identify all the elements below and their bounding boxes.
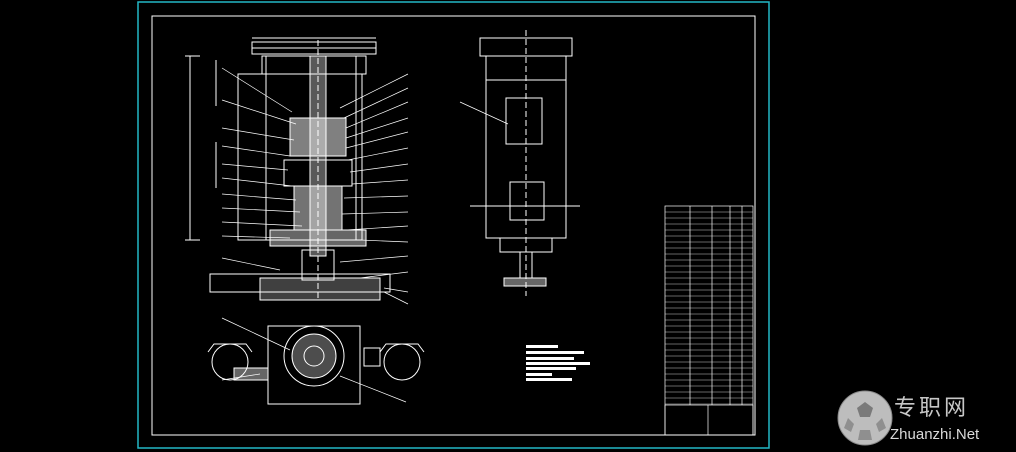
drawing-frame: [151, 15, 756, 436]
leader-lines: [221, 67, 409, 305]
plan-view: [207, 317, 425, 405]
side-view: [459, 30, 580, 296]
watermark-chinese: 专职网: [894, 396, 970, 421]
soccer-ball-logo-icon: [837, 390, 893, 446]
front-section-view: [185, 37, 391, 301]
parts-list-rows: [665, 211, 753, 405]
watermark-latin: Zhuanzhi.Net: [890, 426, 980, 443]
sheet-border: [137, 1, 770, 449]
parts-list-table: [664, 205, 754, 436]
watermark: 专职网 Zhuanzhi.Net: [836, 388, 1016, 448]
technical-requirements: [526, 345, 590, 381]
